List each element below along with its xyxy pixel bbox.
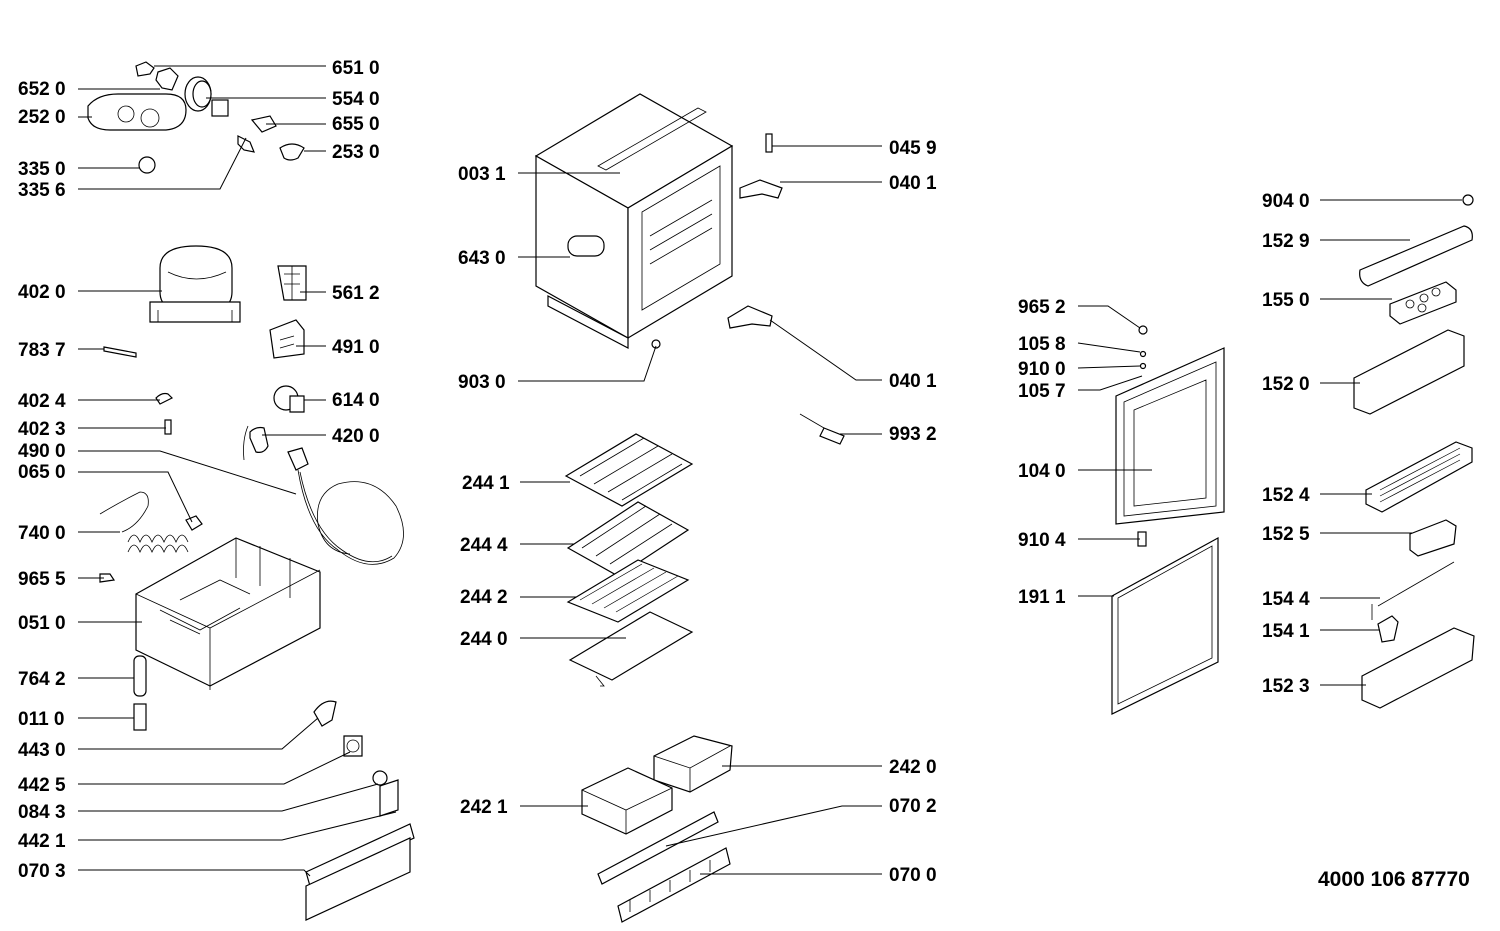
callout-6510: 651 0 xyxy=(332,58,380,79)
callout-2442: 244 2 xyxy=(460,587,508,608)
part-cabinet xyxy=(534,93,734,349)
part-compressor xyxy=(149,245,241,323)
callout-4900: 490 0 xyxy=(18,441,66,462)
part-small-components xyxy=(103,265,307,461)
part-hinges xyxy=(727,133,845,445)
callout-9655: 965 5 xyxy=(18,569,66,590)
part-door-shelves xyxy=(1353,194,1475,709)
callout-0459: 045 9 xyxy=(889,138,937,159)
callout-0401-top: 040 1 xyxy=(889,173,937,194)
callout-1529: 152 9 xyxy=(1262,231,1310,252)
callout-5612: 561 2 xyxy=(332,283,380,304)
callout-2440: 244 0 xyxy=(460,629,508,650)
callout-4425: 442 5 xyxy=(18,775,66,796)
callout-9652: 965 2 xyxy=(1018,297,1066,318)
part-power-cord xyxy=(287,447,404,565)
callout-0401-bottom: 040 1 xyxy=(889,371,937,392)
part-thermostat-cluster xyxy=(87,61,305,174)
callout-2420: 242 0 xyxy=(889,757,937,778)
callout-4024: 402 4 xyxy=(18,391,66,412)
callout-1550: 155 0 xyxy=(1262,290,1310,311)
callout-2421: 242 1 xyxy=(460,797,508,818)
callout-7400: 740 0 xyxy=(18,523,66,544)
callout-3356: 335 6 xyxy=(18,180,66,201)
callout-9030: 903 0 xyxy=(458,372,506,393)
callout-1057: 105 7 xyxy=(1018,381,1066,402)
callout-1544: 154 4 xyxy=(1262,589,1310,610)
callout-1911: 191 1 xyxy=(1018,587,1066,608)
callout-5540: 554 0 xyxy=(332,89,380,110)
callout-6430: 643 0 xyxy=(458,248,506,269)
callout-6520: 652 0 xyxy=(18,79,66,100)
callout-4023: 402 3 xyxy=(18,419,66,440)
callout-0031: 003 1 xyxy=(458,164,506,185)
part-door xyxy=(1111,325,1225,715)
callout-4421: 442 1 xyxy=(18,831,66,852)
leader-lines xyxy=(78,65,1462,877)
callout-6140: 614 0 xyxy=(332,390,380,411)
callout-1541: 154 1 xyxy=(1262,621,1310,642)
callout-2520: 252 0 xyxy=(18,107,66,128)
part-shelves xyxy=(564,433,694,687)
callout-0510: 051 0 xyxy=(18,613,66,634)
callout-0843: 084 3 xyxy=(18,802,66,823)
callout-7837: 783 7 xyxy=(18,340,66,361)
callout-0110: 011 0 xyxy=(18,709,65,730)
callout-1058: 105 8 xyxy=(1018,334,1066,355)
callout-1040: 104 0 xyxy=(1018,461,1066,482)
callout-1520: 152 0 xyxy=(1262,374,1310,395)
callout-1523: 152 3 xyxy=(1262,676,1310,697)
callout-4430: 443 0 xyxy=(18,740,66,761)
callout-2530: 253 0 xyxy=(332,142,380,163)
callout-0700: 070 0 xyxy=(889,865,937,886)
callout-4020: 402 0 xyxy=(18,282,66,303)
callout-0702: 070 2 xyxy=(889,796,937,817)
callout-9932: 993 2 xyxy=(889,424,937,445)
part-lower-left-components xyxy=(133,655,415,921)
callout-1525: 152 5 xyxy=(1262,524,1310,545)
callout-9100: 910 0 xyxy=(1018,359,1066,380)
callout-2444: 244 4 xyxy=(460,535,508,556)
callout-6550: 655 0 xyxy=(332,114,380,135)
callout-labels: 651 0 652 0 554 0 252 0 655 0 253 0 335 … xyxy=(18,58,1470,891)
part-base-tray xyxy=(135,537,321,690)
callout-2441: 244 1 xyxy=(462,473,510,494)
callout-7642: 764 2 xyxy=(18,669,66,690)
callout-4910: 491 0 xyxy=(332,337,380,358)
document-number: 4000 106 87770 xyxy=(1318,868,1470,891)
part-drawers xyxy=(581,735,733,923)
callout-4200: 420 0 xyxy=(332,426,380,447)
part-condenser-coil xyxy=(99,491,203,583)
callout-1524: 152 4 xyxy=(1262,485,1310,506)
callout-3350: 335 0 xyxy=(18,159,66,180)
callout-9104: 910 4 xyxy=(1018,530,1066,551)
callout-9040: 904 0 xyxy=(1262,191,1310,212)
callout-0703: 070 3 xyxy=(18,861,66,882)
callout-0650: 065 0 xyxy=(18,462,66,483)
